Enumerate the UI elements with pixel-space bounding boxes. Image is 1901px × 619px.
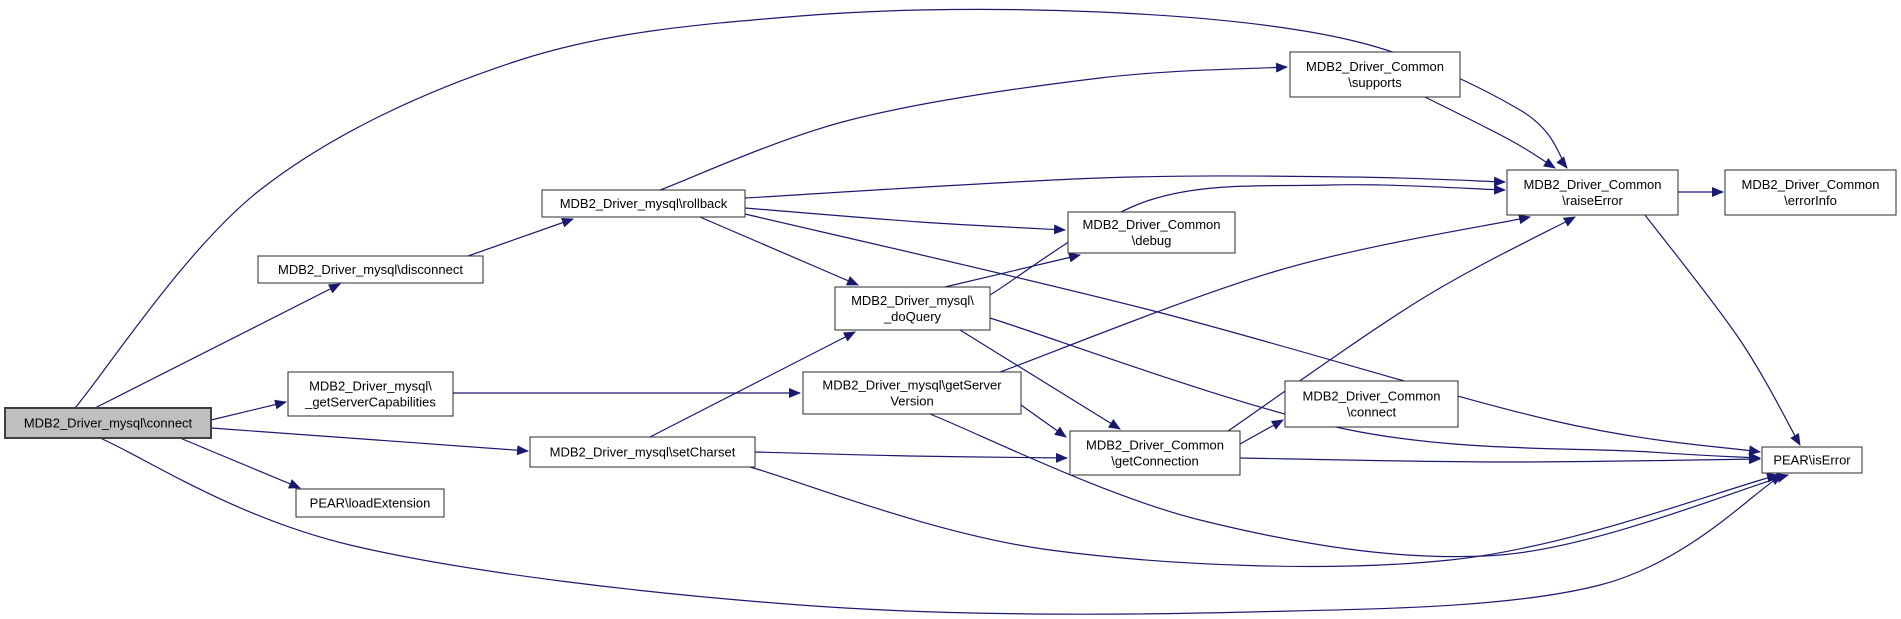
node-label-line: \connect bbox=[1347, 405, 1397, 420]
node-label-line: MDB2_Driver_mysql\setCharset bbox=[550, 445, 736, 460]
node-connect-main-box[interactable] bbox=[4, 407, 212, 439]
node-connect-common[interactable]: MDB2_Driver_Common\connect bbox=[1284, 380, 1459, 428]
node-disconnect[interactable]: MDB2_Driver_mysql\disconnect bbox=[257, 255, 484, 284]
edge-get-server-version-to-raise-error bbox=[999, 214, 1531, 373]
node-label-line: Version bbox=[890, 394, 933, 409]
node-debug[interactable]: MDB2_Driver_Common\debug bbox=[1067, 211, 1236, 254]
node-get-server-capabilities-box[interactable] bbox=[287, 371, 454, 417]
node-get-connection-label: MDB2_Driver_Common\getConnection bbox=[1086, 438, 1224, 469]
node-raise-error[interactable]: MDB2_Driver_Common\raiseError bbox=[1506, 169, 1679, 216]
node-label-line: \raiseError bbox=[1562, 193, 1623, 208]
edge-rollback-to-raise-error bbox=[744, 175, 1506, 199]
node-label-line: MDB2_Driver_Common bbox=[1306, 59, 1444, 74]
node-rollback-box[interactable] bbox=[541, 189, 746, 218]
edge-connect-main-to-disconnect bbox=[94, 283, 341, 409]
node-rollback[interactable]: MDB2_Driver_mysql\rollback bbox=[541, 189, 746, 218]
node-label-line: \errorInfo bbox=[1784, 193, 1837, 208]
node-rollback-label: MDB2_Driver_mysql\rollback bbox=[560, 196, 728, 211]
node-label-line: MDB2_Driver_Common bbox=[1086, 438, 1224, 453]
node-label-line: MDB2_Driver_Common bbox=[1083, 217, 1221, 232]
node-load-extension-label: PEAR\loadExtension bbox=[310, 496, 431, 511]
edge-do-query-to-is-error bbox=[989, 317, 1761, 463]
node-label-line: MDB2_Driver_Common bbox=[1524, 177, 1662, 192]
node-get-connection[interactable]: MDB2_Driver_Common\getConnection bbox=[1069, 430, 1241, 476]
node-get-connection-box[interactable] bbox=[1069, 430, 1241, 476]
edge-do-query-to-get-connection bbox=[959, 329, 1121, 430]
node-label-line: MDB2_Driver_mysql\ bbox=[851, 293, 974, 308]
node-label-line: MDB2_Driver_mysql\disconnect bbox=[278, 262, 463, 277]
edge-get-server-version-to-is-error bbox=[929, 413, 1789, 558]
node-set-charset-box[interactable] bbox=[529, 436, 756, 468]
edge-rollback-to-is-error bbox=[744, 213, 1761, 456]
node-error-info[interactable]: MDB2_Driver_Common\errorInfo bbox=[1724, 169, 1897, 216]
edge-rollback-to-do-query bbox=[699, 216, 859, 286]
edge-connect-main-to-load-extension bbox=[179, 437, 301, 489]
node-label-line: MDB2_Driver_Common bbox=[1303, 389, 1441, 404]
node-label-line: PEAR\loadExtension bbox=[310, 496, 431, 511]
node-connect-main[interactable]: MDB2_Driver_mysql\connect bbox=[4, 407, 212, 439]
node-raise-error-label: MDB2_Driver_Common\raiseError bbox=[1524, 177, 1662, 208]
node-raise-error-box[interactable] bbox=[1506, 169, 1679, 216]
node-label-line: MDB2_Driver_mysql\connect bbox=[24, 416, 193, 431]
edge-connect-main-to-is-error bbox=[99, 437, 1783, 615]
edge-supports-to-raise-error bbox=[1424, 96, 1556, 169]
edge-do-query-to-raise-error bbox=[989, 184, 1506, 296]
node-disconnect-box[interactable] bbox=[257, 255, 484, 284]
node-disconnect-label: MDB2_Driver_mysql\disconnect bbox=[278, 262, 463, 277]
node-supports-label: MDB2_Driver_Common\supports bbox=[1306, 59, 1444, 90]
edge-get-connection-to-connect-common bbox=[1239, 419, 1284, 445]
node-get-server-capabilities-label: MDB2_Driver_mysql\_getServerCapabilities bbox=[304, 379, 436, 410]
edge-set-charset-to-do-query bbox=[649, 331, 856, 438]
node-debug-label: MDB2_Driver_Common\debug bbox=[1083, 217, 1221, 248]
edge-do-query-to-debug bbox=[944, 252, 1081, 288]
node-label-line: _doQuery bbox=[883, 309, 942, 324]
node-label-line: \debug bbox=[1132, 233, 1172, 248]
node-is-error-label: PEAR\isError bbox=[1773, 453, 1851, 468]
node-label-line: \getConnection bbox=[1111, 454, 1198, 469]
node-error-info-box[interactable] bbox=[1724, 169, 1897, 216]
node-load-extension[interactable]: PEAR\loadExtension bbox=[295, 488, 445, 518]
node-label-line: MDB2_Driver_mysql\ bbox=[309, 379, 432, 394]
edge-set-charset-to-is-error bbox=[749, 466, 1779, 568]
node-set-charset-label: MDB2_Driver_mysql\setCharset bbox=[550, 445, 736, 460]
node-connect-common-label: MDB2_Driver_Common\connect bbox=[1303, 389, 1441, 420]
node-is-error[interactable]: PEAR\isError bbox=[1761, 446, 1863, 474]
node-label-line: _getServerCapabilities bbox=[304, 395, 436, 410]
node-label-line: \supports bbox=[1348, 75, 1402, 90]
node-connect-main-label: MDB2_Driver_mysql\connect bbox=[24, 416, 193, 431]
node-error-info-label: MDB2_Driver_Common\errorInfo bbox=[1742, 177, 1880, 208]
edge-raise-error-to-is-error bbox=[1644, 214, 1801, 446]
node-do-query-box[interactable] bbox=[834, 286, 991, 331]
edge-connect-main-to-get-server-capabilities bbox=[210, 399, 287, 421]
node-load-extension-box[interactable] bbox=[295, 488, 445, 518]
edge-rollback-to-debug bbox=[744, 207, 1066, 235]
node-label-line: MDB2_Driver_mysql\getServer bbox=[822, 378, 1002, 393]
node-connect-common-box[interactable] bbox=[1284, 380, 1459, 428]
node-get-server-capabilities[interactable]: MDB2_Driver_mysql\_getServerCapabilities bbox=[287, 371, 454, 417]
node-label-line: PEAR\isError bbox=[1773, 453, 1851, 468]
node-get-server-version-box[interactable] bbox=[802, 371, 1022, 415]
node-is-error-box[interactable] bbox=[1761, 446, 1863, 474]
edge-get-server-version-to-get-connection bbox=[1020, 404, 1067, 438]
node-supports[interactable]: MDB2_Driver_Common\supports bbox=[1289, 51, 1461, 98]
edge-connect-main-to-set-charset bbox=[210, 427, 529, 456]
node-set-charset[interactable]: MDB2_Driver_mysql\setCharset bbox=[529, 436, 756, 468]
node-supports-box[interactable] bbox=[1289, 51, 1461, 98]
edge-rollback-to-supports bbox=[659, 62, 1288, 191]
node-label-line: MDB2_Driver_mysql\rollback bbox=[560, 196, 728, 211]
node-do-query[interactable]: MDB2_Driver_mysql\_doQuery bbox=[834, 286, 991, 331]
node-do-query-label: MDB2_Driver_mysql\_doQuery bbox=[851, 293, 974, 324]
edge-get-connection-to-is-error bbox=[1239, 454, 1761, 465]
edge-get-connection-to-raise-error bbox=[1227, 216, 1576, 432]
node-label-line: MDB2_Driver_Common bbox=[1742, 177, 1880, 192]
edge-disconnect-to-rollback bbox=[467, 217, 574, 257]
node-debug-box[interactable] bbox=[1067, 211, 1236, 254]
